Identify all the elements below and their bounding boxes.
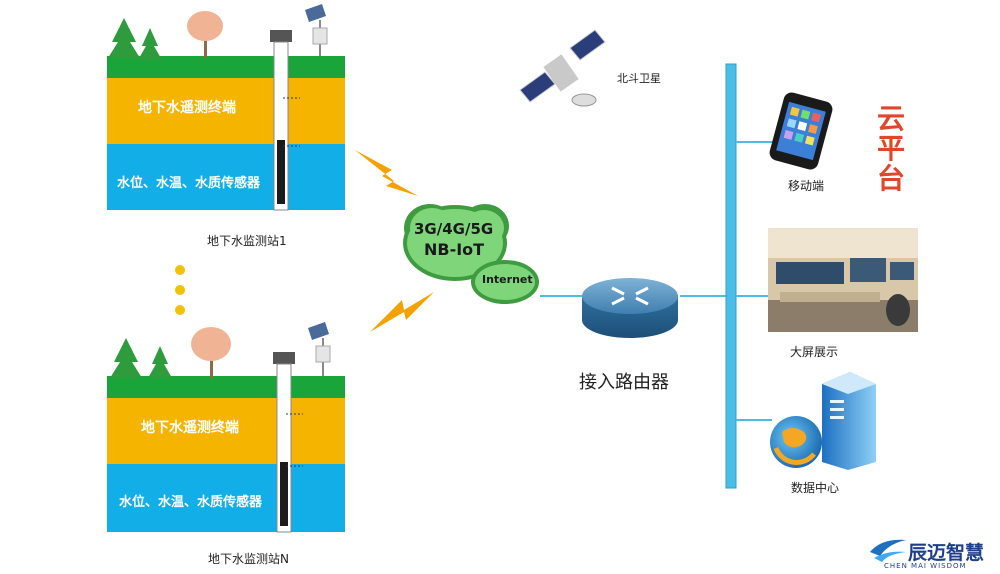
well-casing (270, 30, 300, 211)
cloud-platform-title: 云平台 (876, 102, 905, 195)
mobile-label: 移动端 (788, 179, 825, 193)
data-center-icon (770, 372, 876, 470)
router-label: 接入路由器 (579, 372, 669, 393)
station-1-terminal-label: 地下水遥测终端 (138, 100, 236, 116)
data-center-label: 数据中心 (791, 481, 840, 495)
cloud-protocol-line2: NB-IoT (424, 240, 485, 259)
network-bus (725, 63, 737, 489)
station-n-terminal-label: 地下水遥测终端 (141, 420, 239, 436)
solar-panel-icon (308, 322, 331, 376)
mobile-phone-icon (769, 92, 833, 170)
bush-tree-icon (191, 327, 231, 378)
logo-text: 辰迈智慧 (908, 542, 985, 564)
big-screen-label: 大屏展示 (790, 345, 839, 359)
station-1-graphic (107, 4, 345, 211)
bush-tree-icon (187, 11, 223, 58)
logo-subtext: CHEN MAI WISDOM (884, 562, 967, 570)
satellite-icon (519, 29, 606, 107)
station-1-sensor-label: 水位、水温、水质传感器 (117, 176, 261, 191)
cloud-protocol-line1: 3G/4G/5G (414, 220, 494, 238)
station-n-name: 地下水监测站N (208, 552, 289, 566)
wireless-signal-icon (355, 150, 418, 196)
control-room-photo (768, 228, 918, 332)
well-casing (273, 352, 303, 533)
wireless-signal-icon (370, 292, 434, 332)
tree-icon (110, 338, 172, 378)
station-1-name: 地下水监测站1 (207, 234, 287, 248)
logo-mark-icon (870, 539, 906, 562)
solar-panel-icon (305, 4, 328, 56)
station-n-sensor-label: 水位、水温、水质传感器 (119, 495, 263, 510)
satellite-label: 北斗卫星 (617, 72, 661, 85)
internet-label: Internet (482, 273, 533, 286)
router-icon (582, 278, 678, 338)
more-stations-dots (175, 265, 185, 315)
tree-icon (108, 18, 162, 60)
network-cloud-icon (403, 204, 539, 304)
station-n-graphic (107, 322, 345, 533)
